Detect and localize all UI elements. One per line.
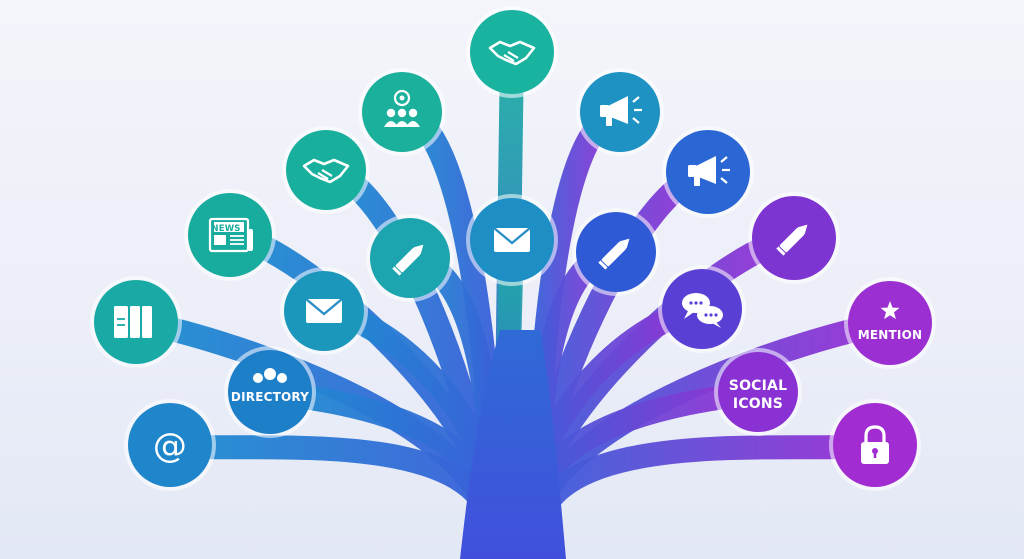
handshake-icon [488,40,536,66]
node-disc [286,130,366,210]
node-label: NEWS [211,224,240,234]
pencil-icon [598,238,630,270]
node-chat[interactable] [658,265,746,353]
folders-icon [114,306,152,338]
node-mention[interactable]: MENTION [844,277,936,369]
node-disc [228,350,312,434]
newspaper-icon [208,217,253,253]
node-pencil-mid-right[interactable] [572,208,660,296]
envelope-icon [493,227,531,252]
pencil-icon [776,224,808,256]
node-disc [128,403,212,487]
handshake-icon [302,158,350,184]
node-email-center[interactable] [466,194,558,286]
node-at-sign[interactable]: @ [124,399,216,491]
people-icon [253,368,287,383]
node-directory[interactable]: DIRECTORY [224,346,316,438]
node-email-left[interactable] [280,267,368,355]
node-folders[interactable] [90,276,182,368]
node-news[interactable]: NEWS [184,189,276,281]
node-label: MENTION [858,328,922,342]
node-pencil-right[interactable] [748,192,840,284]
node-label: DIRECTORY [231,390,309,404]
tree-trunk [460,330,566,559]
group-icon [384,89,420,127]
node-label: @ [153,426,187,466]
node-disc [848,281,932,365]
node-handshake-left[interactable] [282,126,370,214]
node-megaphone-upper[interactable] [576,68,664,156]
star-icon [880,301,900,320]
node-group-target[interactable] [358,68,446,156]
branch-at-sign [158,433,506,552]
node-disc [470,10,554,94]
node-disc [188,193,272,277]
node-disc [718,352,798,432]
lock-icon [861,425,889,464]
chat-bubbles-icon [682,293,723,328]
envelope-icon [305,298,343,323]
node-handshake-top[interactable] [466,6,558,98]
node-megaphone-right[interactable] [662,126,754,218]
megaphone-icon [600,96,642,126]
node-pencil-left[interactable] [366,214,454,302]
branch-lock [524,433,887,552]
node-lock[interactable] [829,399,921,491]
pencil-icon [392,244,424,276]
megaphone-icon [688,156,730,186]
